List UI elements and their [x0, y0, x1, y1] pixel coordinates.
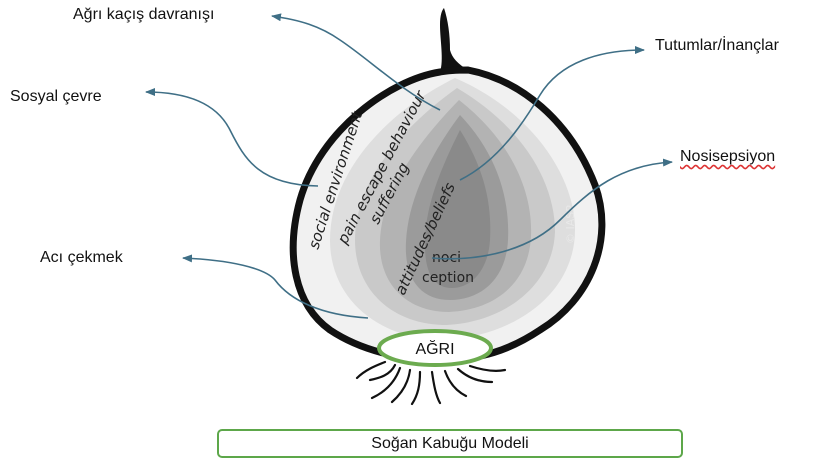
- core-label: AĞRI: [415, 339, 454, 358]
- label-pain-escape: Ağrı kaçış davranışı: [73, 6, 215, 23]
- arrow-nociception: [431, 158, 673, 260]
- core-ellipse: [377, 329, 493, 367]
- label-nociception: Nosisepsiyon: [680, 148, 776, 165]
- watermark: © IASP: [564, 205, 577, 244]
- layer-text-noci-2: ception: [422, 270, 474, 286]
- label-suffering: Acı çekmek: [40, 249, 123, 266]
- arrow-attitudes: [459, 46, 645, 181]
- arrow-suffering: [182, 254, 369, 319]
- label-social: Sosyal çevre: [10, 88, 102, 105]
- layer-core: [424, 130, 491, 288]
- onion-stem: [440, 8, 468, 72]
- arrow-social: [145, 88, 319, 187]
- onion-roots: [355, 360, 507, 406]
- arrow-pain-escape: [271, 13, 441, 111]
- label-attitudes: Tutumlar/İnançlar: [655, 37, 779, 54]
- caption-box: Soğan Kabuğu Modeli: [217, 429, 683, 458]
